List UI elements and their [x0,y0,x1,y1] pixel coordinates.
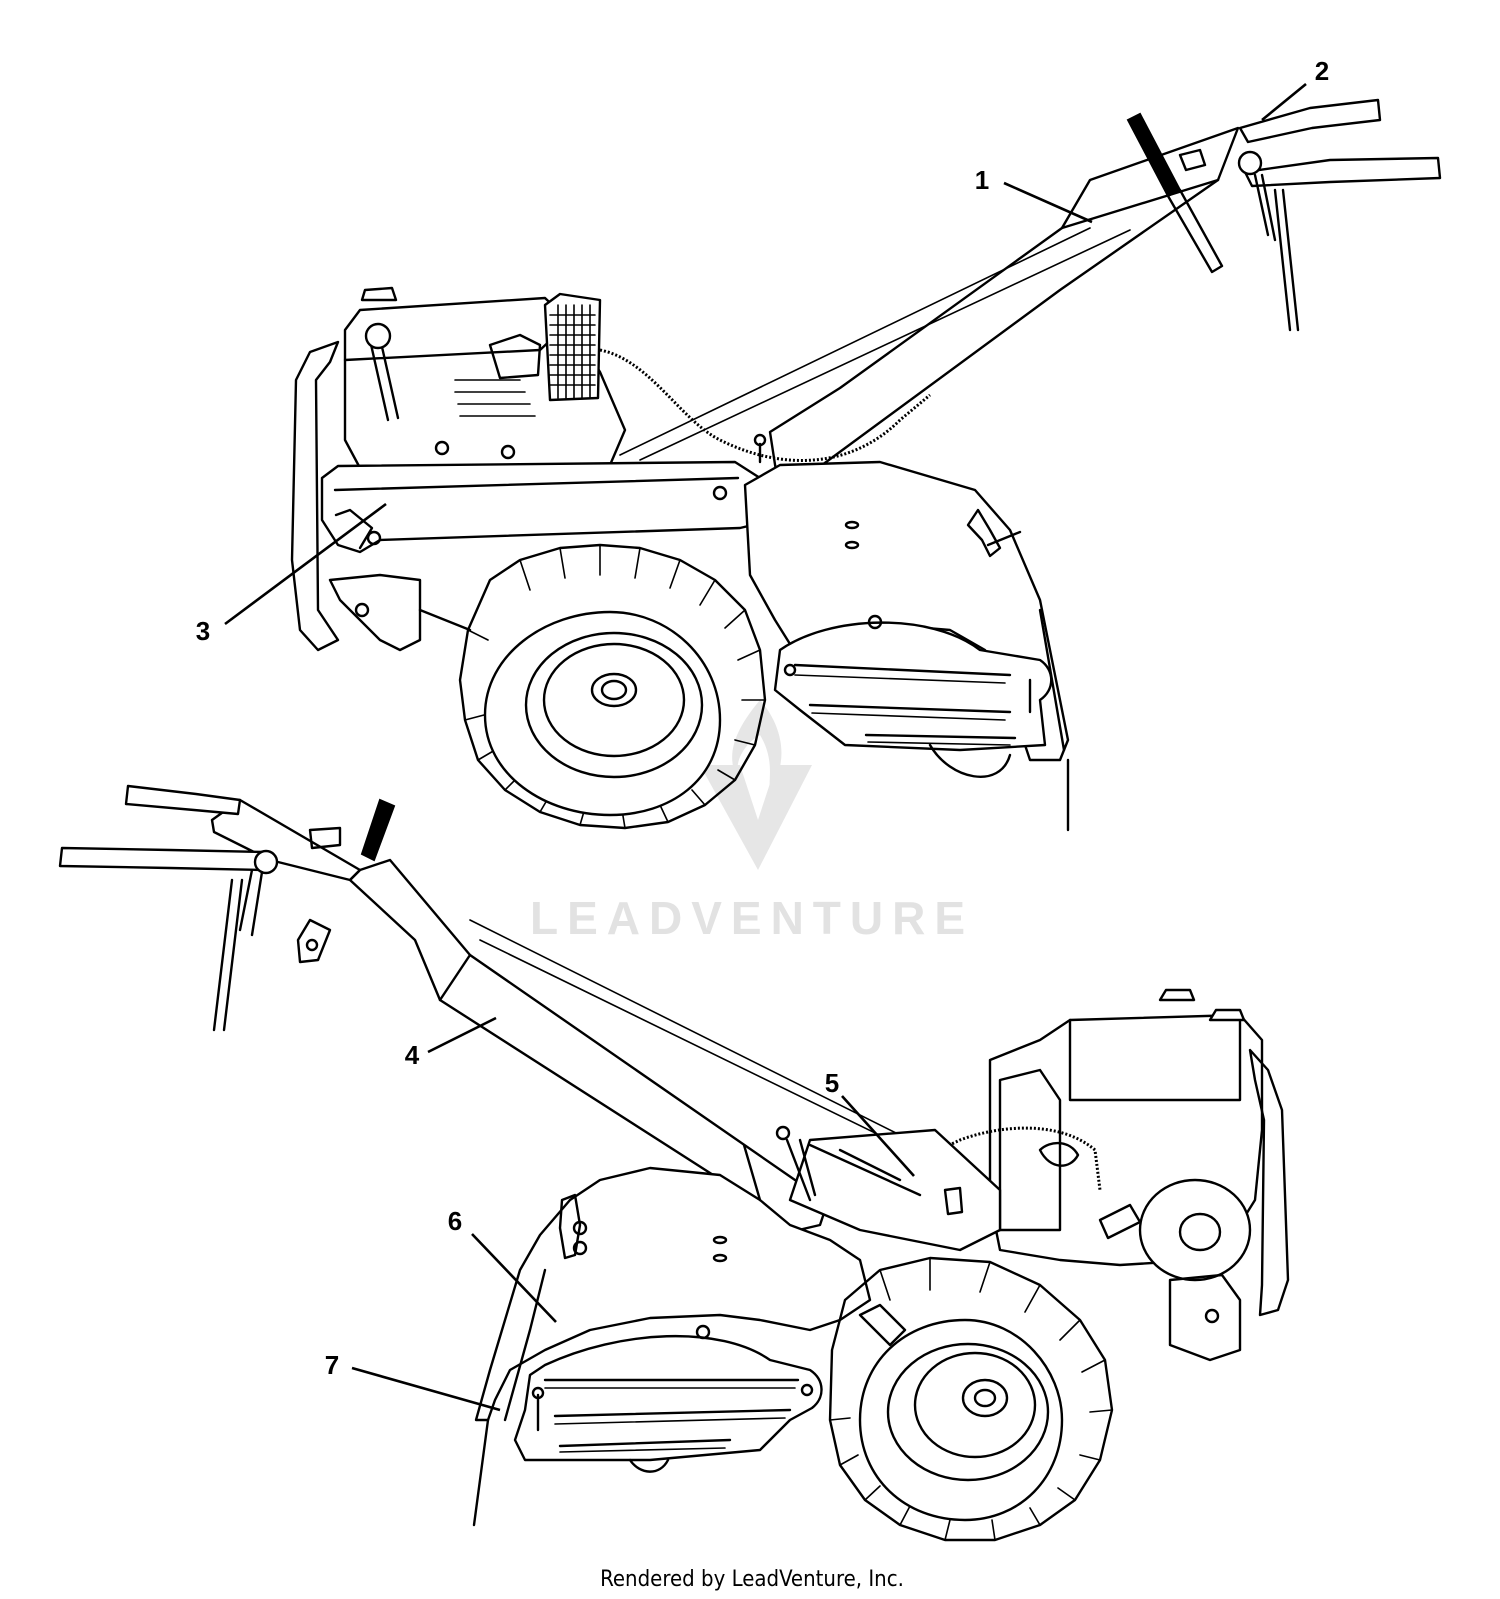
frame-bottom [1248,1048,1290,1317]
callout-label-2: 2 [1315,56,1329,86]
callout-7: 7 [325,1350,501,1412]
leader-line-2 [1261,82,1307,122]
air-filter-top [543,292,602,402]
fuel-cap-bottom [1158,988,1196,1002]
tine-shield-bottom [513,1334,823,1462]
handle-grip-lower-bottom [58,846,267,872]
fuel-cap-top [360,286,398,302]
fuel-cap-2-bottom [1208,1008,1246,1022]
watermark: LEADVENTURE [530,700,974,944]
callout-label-1: 1 [975,165,989,195]
handle-grip-upper [1238,98,1382,144]
leader-line-3 [224,502,387,626]
footer-credit: Rendered by LeadVenture, Inc. [600,1567,904,1592]
control-lever-top [1126,112,1182,198]
callout-3: 3 [196,502,387,646]
tiller-top [290,98,1442,832]
callout-5: 5 [825,1068,915,1177]
callout-label-6: 6 [448,1206,462,1236]
callouts: 1 2 3 4 5 6 7 [196,56,1329,1412]
watermark-logo-flame [732,700,782,790]
leader-line-7 [351,1366,501,1412]
handle-grip-upper-bottom [124,784,242,816]
leader-line-1 [1003,181,1093,224]
callout-label-5: 5 [825,1068,839,1098]
callout-label-3: 3 [196,616,210,646]
callout-label-4: 4 [405,1040,420,1070]
watermark-logo-v [700,765,812,870]
leader-line-5 [841,1095,915,1177]
handle-grip-lower [1243,156,1442,188]
leader-line-4 [427,1016,497,1054]
tine-shield-top [773,621,1053,752]
tiller-bottom [58,784,1290,1542]
belt-guard-top [320,460,767,554]
callout-6: 6 [448,1206,557,1323]
leader-line-6 [471,1233,557,1323]
callout-2: 2 [1261,56,1329,122]
wheel-top [483,610,722,817]
callout-label-7: 7 [325,1350,339,1380]
callout-4: 4 [405,1016,497,1070]
frame-top [290,340,340,652]
callout-1: 1 [975,165,1093,224]
watermark-text: LEADVENTURE [530,892,974,944]
control-lever-bottom [360,798,396,862]
handlebar-bottom [348,858,832,1234]
